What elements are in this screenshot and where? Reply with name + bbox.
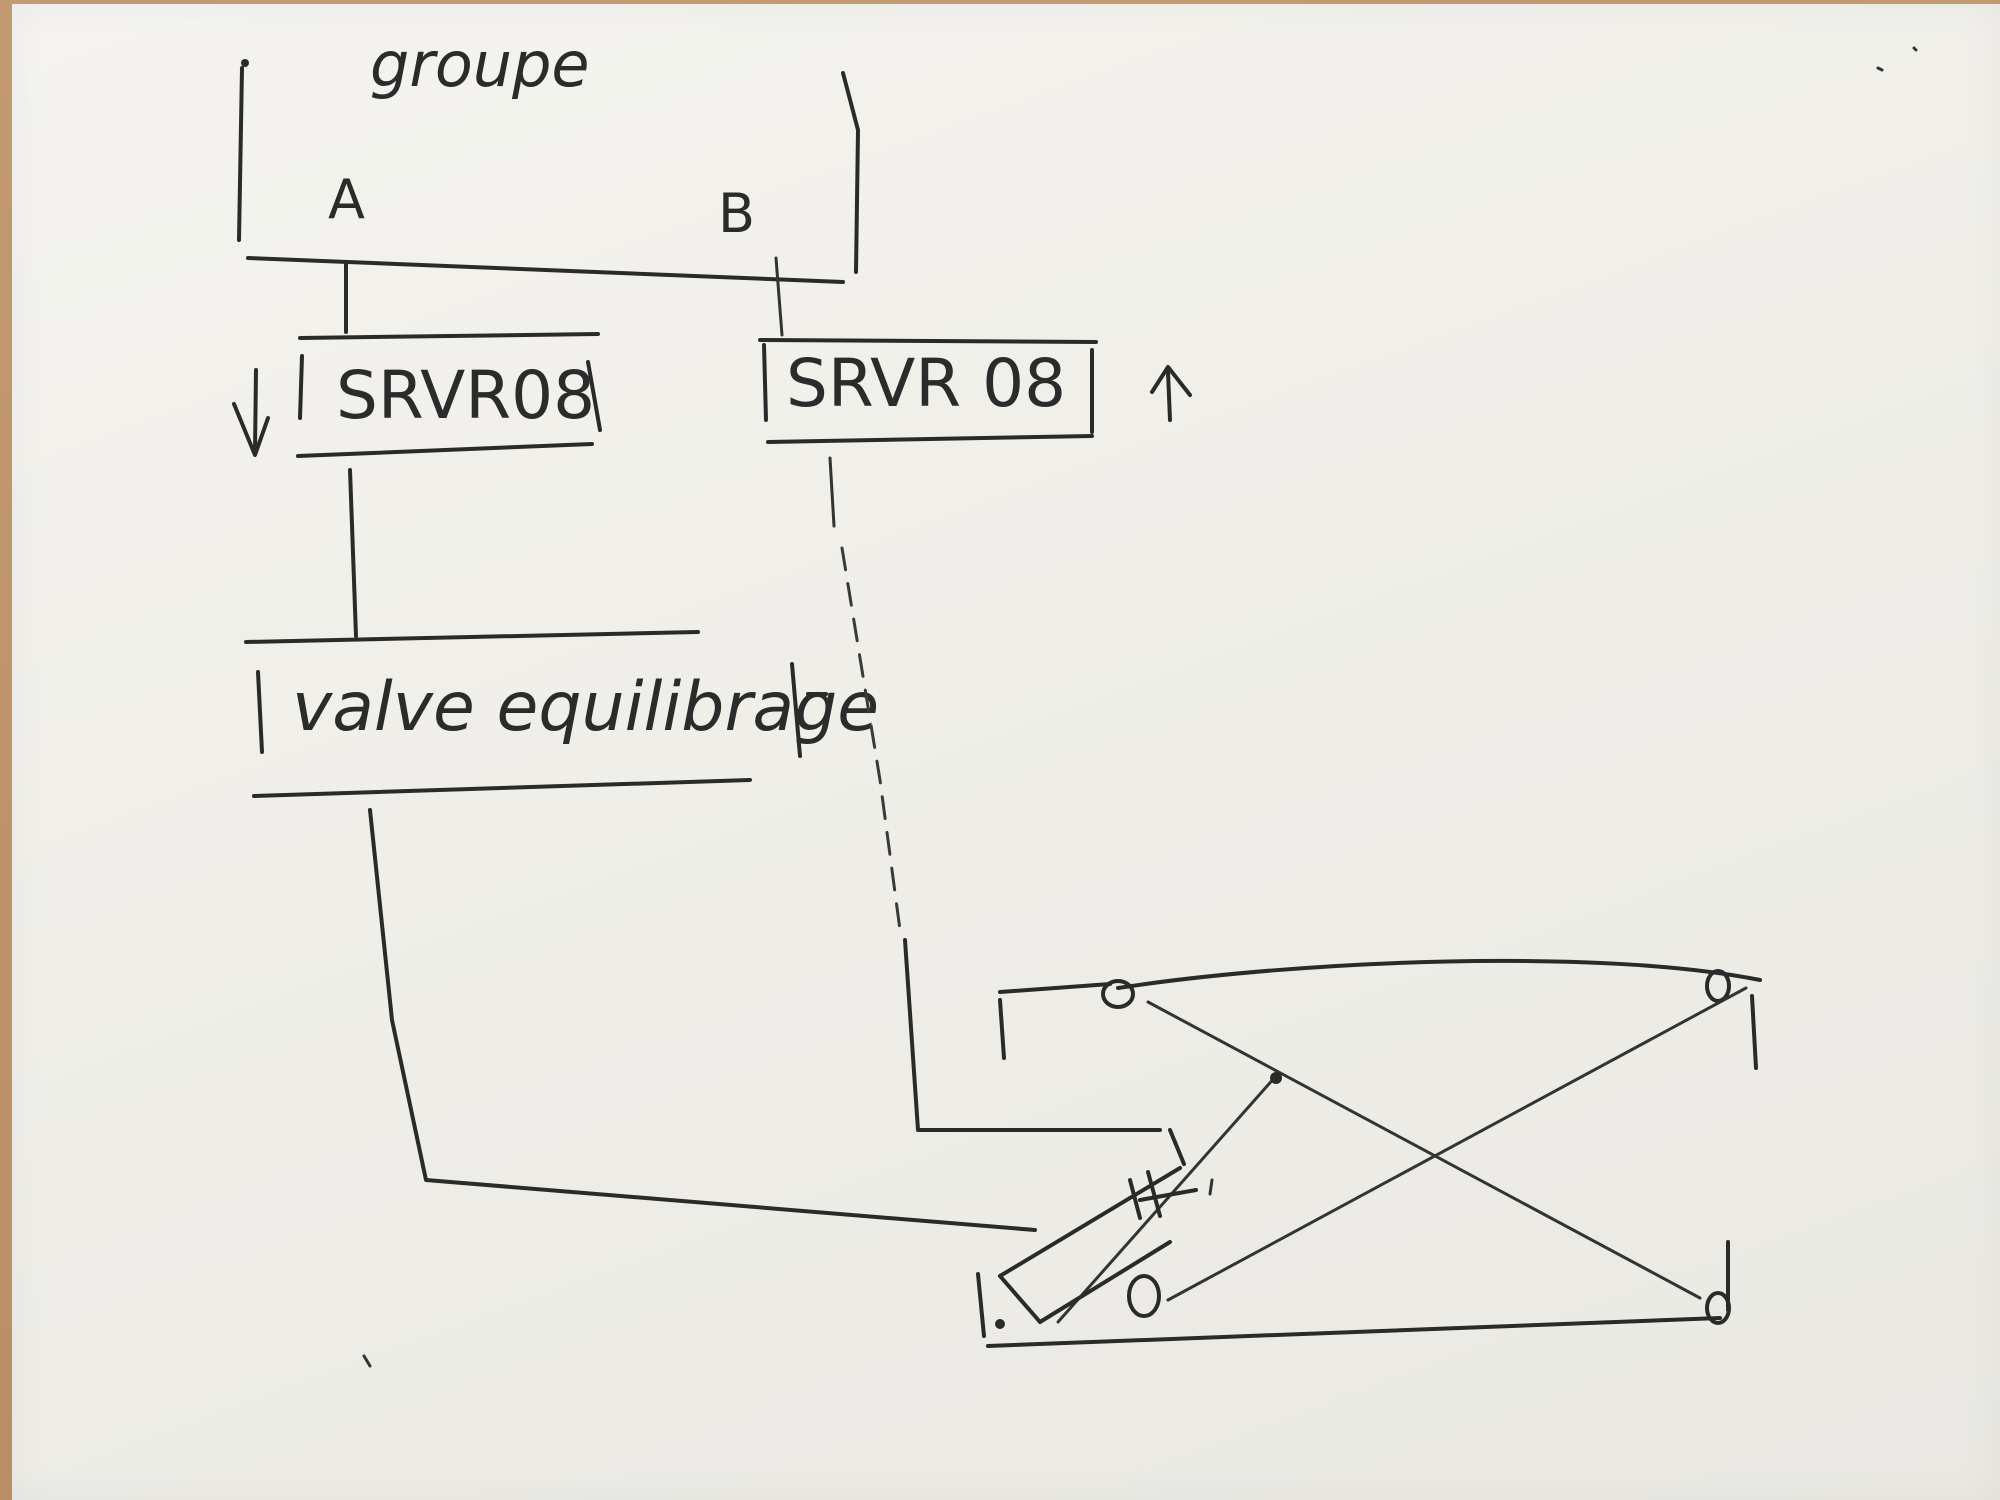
left-valve-left-edge (298, 354, 304, 420)
balance-valve-bottom (252, 778, 752, 798)
flow-down-arrow (232, 368, 270, 457)
flow-up-arrow (1150, 365, 1192, 422)
group-left-wall (237, 66, 244, 242)
right-valve-pipe-stub (828, 456, 836, 528)
pipe-to-balance-valve (348, 468, 358, 638)
base-frame (986, 1316, 1722, 1348)
bottom-left-roller (1127, 1274, 1161, 1318)
cylinder-rod (1138, 1188, 1198, 1202)
cylinder-end (998, 1274, 1042, 1324)
group-label: groupe (370, 28, 590, 101)
platform-top (1116, 958, 1762, 990)
arm-pivot-dot (1270, 1072, 1282, 1084)
right-valve-block: SRVR 08 (758, 338, 1098, 444)
paper-sheet (12, 4, 2000, 1500)
cylinder-piston-1 (1128, 1178, 1142, 1220)
scissor-lift (976, 958, 1762, 1348)
left-valve-label: SRVR08 (336, 357, 595, 434)
top-left-roller (1101, 979, 1135, 1009)
cylinder-rod-tip (1208, 1178, 1214, 1196)
right-valve-bottom (766, 434, 1094, 444)
balance-valve-right-edge (790, 662, 802, 758)
right-valve-left-edge (762, 343, 768, 422)
bottom-right-roller (1705, 1291, 1731, 1325)
group-right-wall (841, 71, 860, 274)
scissor-arm-1 (1146, 1000, 1702, 1300)
left-valve-bottom (296, 442, 594, 458)
group-corner-dot (241, 59, 249, 67)
left-valve-right-edge (586, 360, 602, 432)
hydraulic-cylinder (998, 1128, 1214, 1324)
pilot-dashed-line (840, 546, 902, 932)
top-right-roller (1705, 969, 1731, 1003)
scissor-arm-2 (1166, 986, 1748, 1302)
paper-speck-2 (1912, 46, 1918, 52)
cylinder-bottom-wall (1038, 1240, 1172, 1324)
port-b-label: B (718, 182, 755, 245)
base-left-edge (976, 1272, 986, 1338)
group-bottom-line (246, 256, 845, 284)
platform-left-edge (998, 998, 1006, 1060)
left-valve-block: SRVR08 (296, 332, 602, 458)
balance-valve-block: valve equilibrage (244, 630, 879, 798)
right-valve-label: SRVR 08 (786, 345, 1066, 422)
balance-valve-label: valve equilibrage (292, 668, 879, 747)
left-valve-top (298, 332, 600, 340)
cylinder-top-port (1168, 1128, 1186, 1166)
port-a-label: A (328, 168, 365, 231)
balance-valve-left-edge (256, 670, 264, 754)
balance-valve-top (244, 630, 700, 644)
platform-right-edge (1750, 994, 1758, 1070)
paper-speck-1 (1876, 66, 1884, 72)
right-valve-top (758, 338, 1098, 344)
paper-speck-3 (362, 1354, 372, 1368)
cylinder-piston-2 (1146, 1170, 1162, 1218)
lift-arm (1056, 1074, 1278, 1324)
port-b-pipe (774, 256, 784, 337)
group-block: groupe A B (237, 28, 860, 284)
pipe-to-cylinder-bottom (368, 808, 1037, 1232)
base-pivot-dot (995, 1319, 1005, 1329)
pipe-to-cylinder-top (903, 938, 1162, 1132)
platform-top-left (998, 982, 1112, 994)
